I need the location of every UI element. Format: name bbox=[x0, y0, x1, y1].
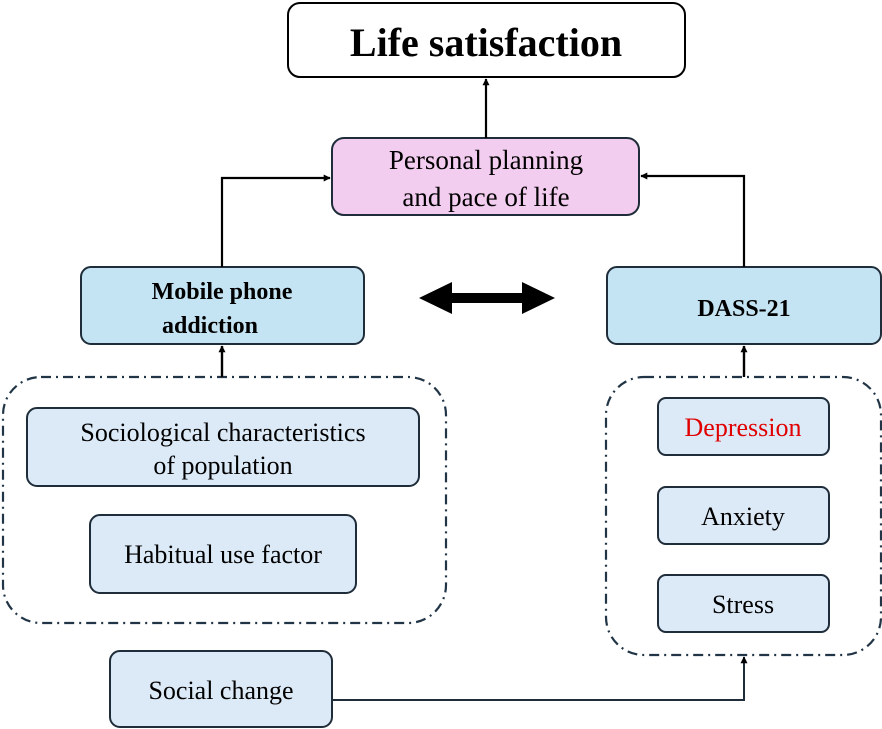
dass21-node: DASS-21 bbox=[606, 266, 882, 345]
anxiety-node: Anxiety bbox=[657, 486, 830, 545]
sociological-label-line1: Sociological characteristics bbox=[80, 418, 365, 447]
social-change-node: Social change bbox=[109, 650, 333, 728]
social-change-label: Social change bbox=[148, 676, 293, 705]
anxiety-label: Anxiety bbox=[701, 502, 785, 531]
arrow-social-change-to-dass-group bbox=[332, 656, 748, 701]
personal-planning-label-line2: and pace of life bbox=[402, 182, 569, 212]
sociological-characteristics-node: Sociological characteristics of populati… bbox=[26, 407, 420, 487]
mobile-phone-addiction-node: Mobile phone addiction bbox=[80, 266, 365, 345]
arrow-mobile-to-planning bbox=[220, 174, 331, 267]
personal-planning-node: Personal planning and pace of life bbox=[331, 137, 640, 216]
mobile-factors-group bbox=[1, 375, 448, 625]
personal-planning-label-line1: Personal planning bbox=[389, 145, 583, 175]
depression-label: Depression bbox=[685, 413, 802, 442]
habitual-use-label: Habitual use factor bbox=[124, 540, 322, 569]
dass-components-group bbox=[604, 375, 882, 657]
bidirectional-arrow-icon bbox=[419, 282, 555, 314]
dass21-label: DASS-21 bbox=[697, 296, 790, 322]
mobile-phone-addiction-label-line2: addiction bbox=[162, 313, 258, 339]
sociological-label-line2: of population bbox=[153, 451, 292, 480]
life-satisfaction-label: Life satisfaction bbox=[350, 20, 622, 65]
depression-node: Depression bbox=[657, 397, 830, 456]
stress-node: Stress bbox=[657, 574, 830, 633]
life-satisfaction-node: Life satisfaction bbox=[287, 2, 686, 78]
arrow-dass-to-planning bbox=[640, 172, 746, 267]
stress-label: Stress bbox=[712, 590, 774, 619]
mobile-phone-addiction-label-line1: Mobile phone bbox=[152, 279, 293, 305]
habitual-use-node: Habitual use factor bbox=[89, 514, 357, 594]
